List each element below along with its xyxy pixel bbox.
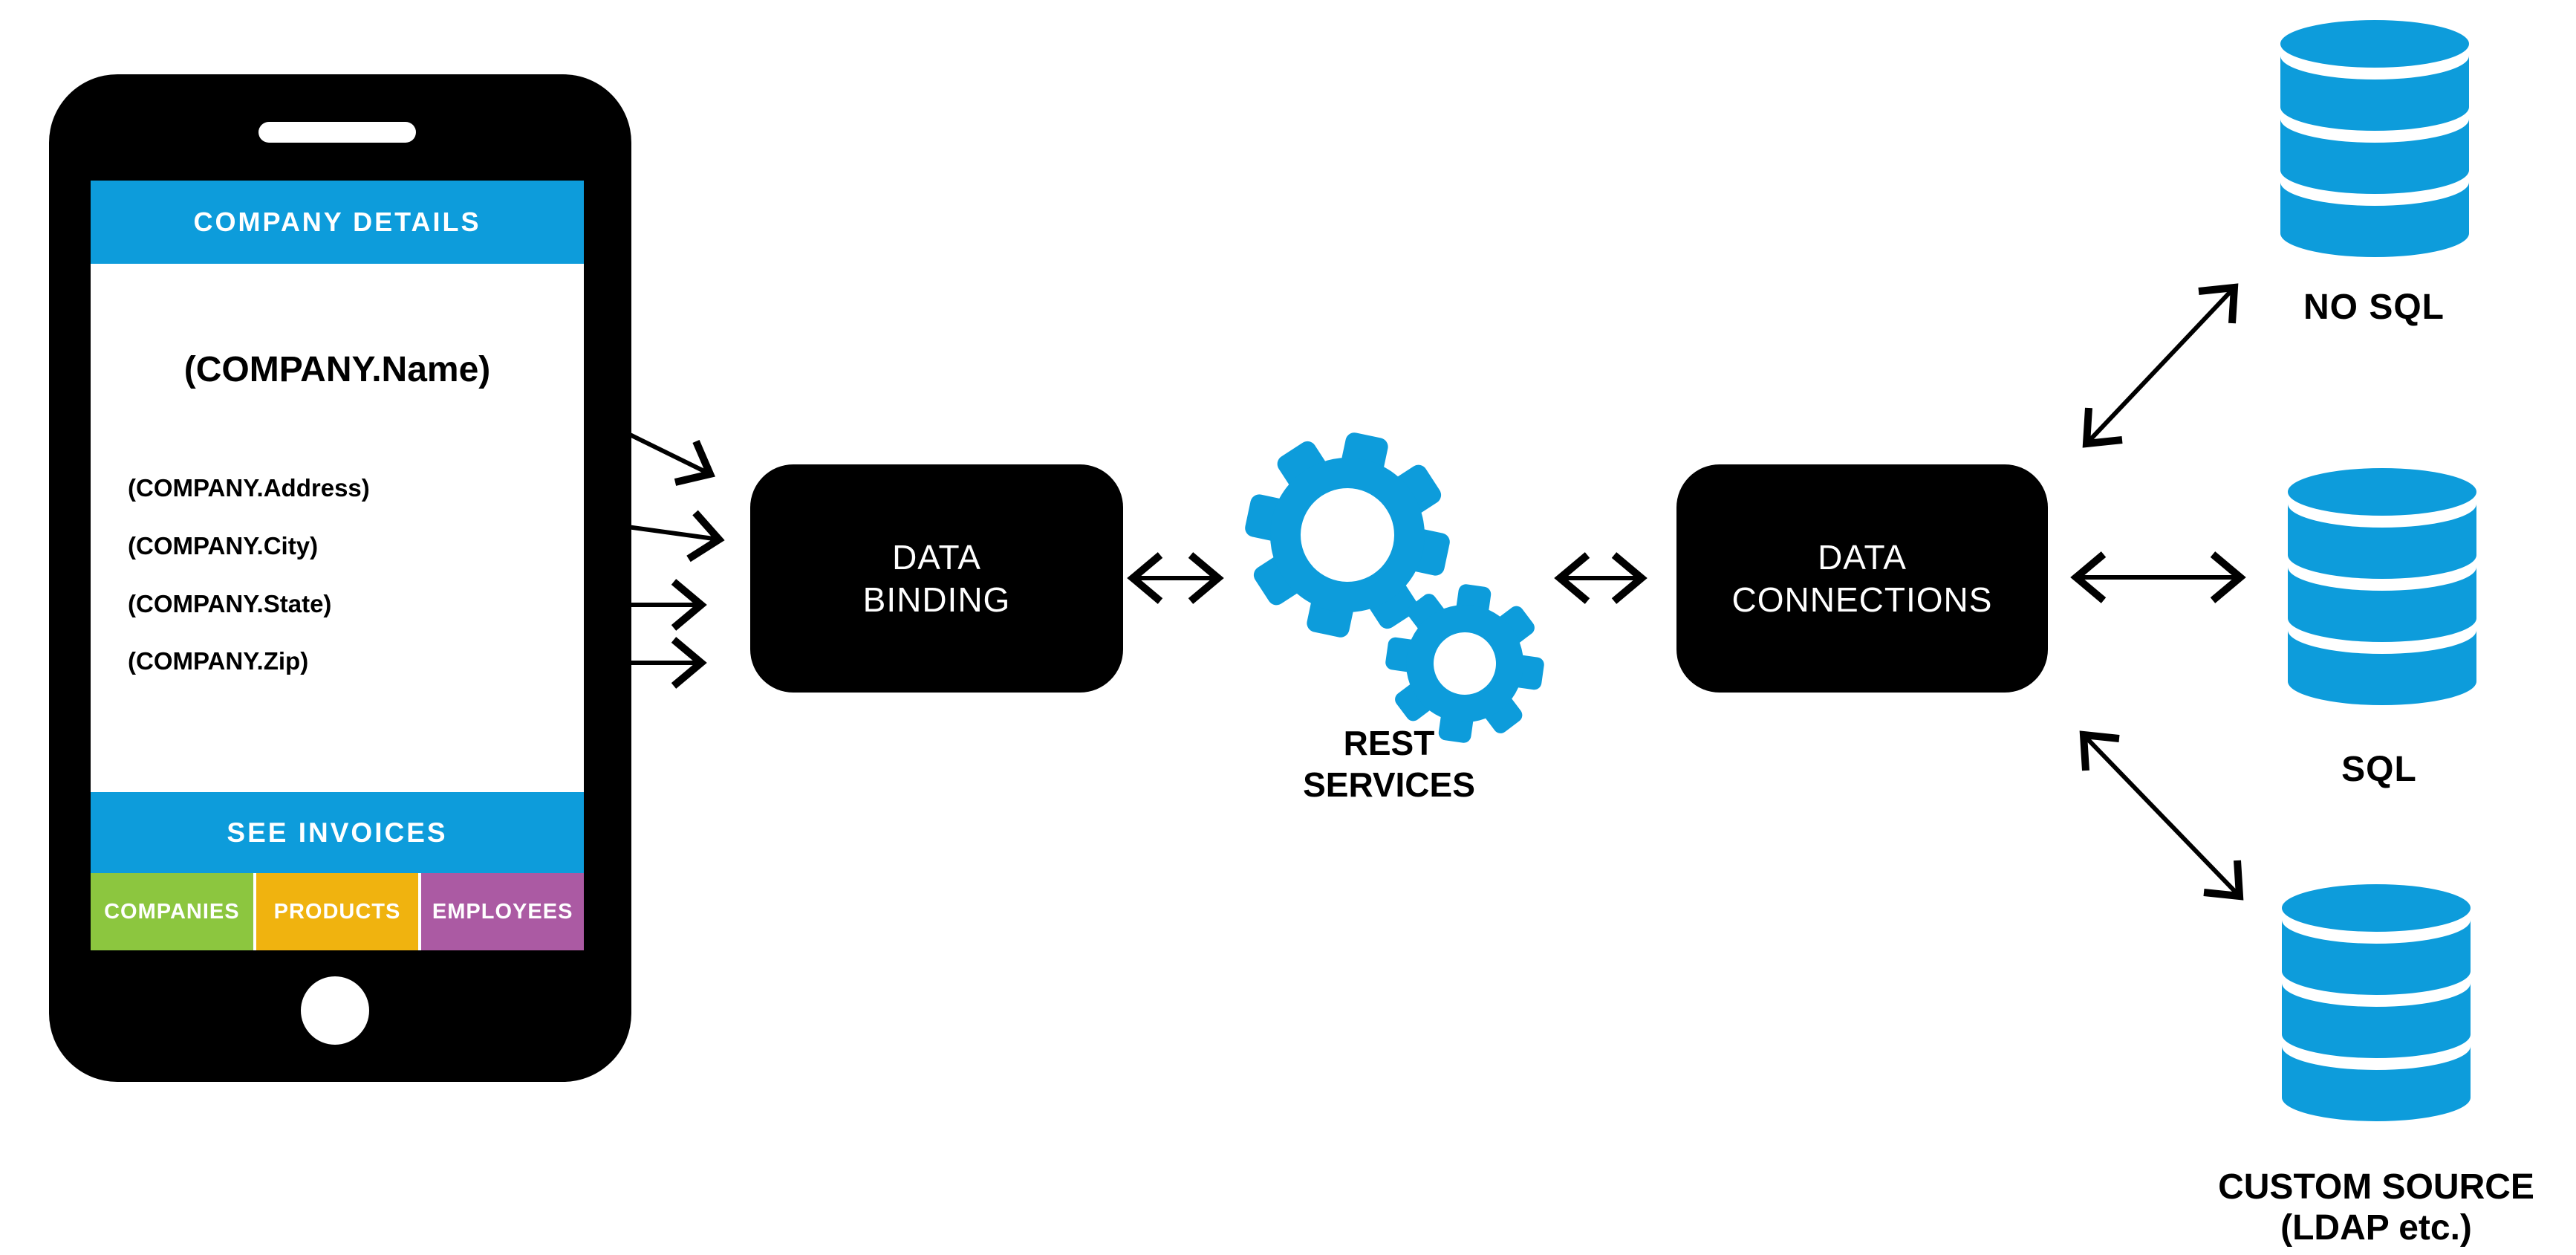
tab-products-label: PRODUCTS [273, 899, 401, 924]
database-icon-nosql [2280, 20, 2469, 257]
field-company-city: (COMPANY.City) [128, 532, 319, 560]
arrow-rest-connections [1554, 552, 1648, 604]
tab-products[interactable]: PRODUCTS [256, 873, 419, 950]
data-binding-node: DATA BINDING [750, 464, 1123, 693]
database-icon-custom-source [2282, 884, 2471, 1121]
data-binding-label-line2: BINDING [862, 580, 1011, 619]
company-details-title: COMPANY DETAILS [193, 207, 481, 237]
database-icon-sql [2288, 468, 2476, 705]
phone-speaker-icon [258, 122, 416, 143]
field-company-zip: (COMPANY.Zip) [128, 647, 309, 675]
custom-source-label-line1: CUSTOM SOURCE [2218, 1167, 2534, 1207]
tab-employees[interactable]: EMPLOYEES [421, 873, 584, 950]
tab-companies[interactable]: COMPANIES [91, 873, 253, 950]
tab-companies-label: COMPANIES [104, 899, 240, 924]
arrow-connections-custom [2079, 730, 2244, 901]
data-connections-label-line1: DATA [1818, 537, 1907, 577]
custom-source-label-line2: (LDAP etc.) [2280, 1208, 2472, 1248]
arrow-binding-rest [1127, 552, 1224, 604]
company-details-header: COMPANY DETAILS [91, 181, 584, 264]
field-company-address: (COMPANY.Address) [128, 474, 370, 502]
data-connections-node: DATA CONNECTIONS [1676, 464, 2048, 693]
gears-icon [1245, 432, 1544, 743]
tab-employees-label: EMPLOYEES [432, 899, 573, 924]
arrow-connections-sql [2070, 551, 2246, 603]
rest-services-label: REST SERVICES [1240, 722, 1538, 805]
custom-source-label: CUSTOM SOURCE (LDAP etc.) [2187, 1167, 2566, 1248]
rest-services-label-line2: SERVICES [1303, 765, 1475, 804]
phone-home-button[interactable] [301, 976, 369, 1045]
rest-services-label-line1: REST [1343, 724, 1435, 762]
field-company-state: (COMPANY.State) [128, 590, 332, 617]
field-company-name: (COMPANY.Name) [183, 350, 491, 389]
phone-screen: COMPANY DETAILS (COMPANY.Name) (COMPANY.… [91, 181, 584, 950]
data-connections-label-line2: CONNECTIONS [1731, 580, 1993, 619]
sql-label: SQL [2341, 750, 2417, 789]
phone-tab-bar: COMPANIES PRODUCTS EMPLOYEES [91, 873, 584, 950]
see-invoices-label: SEE INVOICES [227, 817, 448, 848]
arrow-connections-nosql [2082, 283, 2239, 448]
data-binding-label-line1: DATA [892, 537, 981, 577]
nosql-label: NO SQL [2303, 288, 2445, 327]
see-invoices-button[interactable]: SEE INVOICES [91, 792, 584, 873]
